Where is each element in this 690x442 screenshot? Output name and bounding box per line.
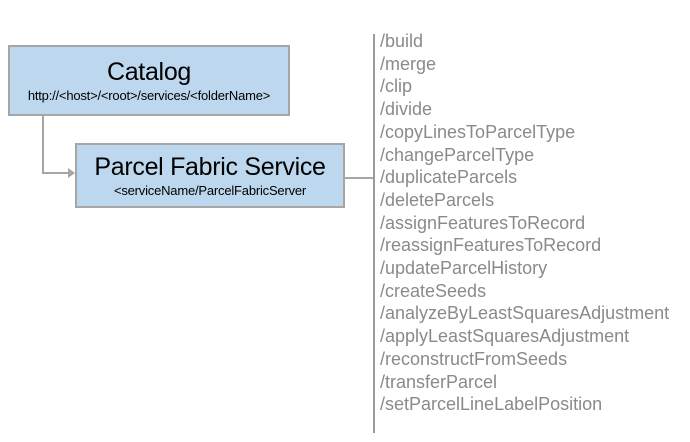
catalog-node: Catalog http://<host>/<root>/services/<f… [8,45,290,116]
endpoint-item: /duplicateParcels [380,167,518,188]
endpoint-item: /build [380,31,424,51]
elbow-connector-vertical [42,116,44,174]
service-node-url: <serviceName/ParcelFabricServer [113,183,307,198]
endpoint-item: /setParcelLineLabelPosition [380,394,603,415]
service-node-title: Parcel Fabric Service [94,153,326,181]
service-endpoint-connector [344,177,374,179]
arrowhead-icon [68,168,75,178]
endpoint-item: /divide [380,99,433,120]
endpoint-item: /createSeeds [380,280,487,301]
endpoint-divider-line [373,34,375,433]
endpoint-item: /changeParcelType [380,144,535,165]
endpoint-item: /reconstructFromSeeds [380,348,568,369]
parcel-fabric-service-node: Parcel Fabric Service <serviceName/Parce… [75,143,345,208]
endpoint-item: /analyzeByLeastSquaresAdjustment [380,303,670,324]
endpoint-item: /reassignFeaturesToRecord [380,235,602,256]
endpoint-item: /merge [380,53,437,74]
catalog-node-title: Catalog [106,58,192,86]
endpoint-item: /deleteParcels [380,189,495,210]
endpoint-item: /transferParcel [380,371,498,392]
catalog-node-url: http://<host>/<root>/services/<folderNam… [27,88,271,103]
endpoint-item: /assignFeaturesToRecord [380,212,586,233]
endpoint-list: /build /merge /clip /divide /copyLinesTo… [380,30,680,416]
endpoint-item: /copyLinesToParcelType [380,121,576,142]
endpoint-item: /applyLeastSquaresAdjustment [380,326,630,347]
endpoint-item: /updateParcelHistory [380,258,548,279]
endpoint-item: /clip [380,76,413,97]
elbow-connector-horizontal [42,172,69,174]
